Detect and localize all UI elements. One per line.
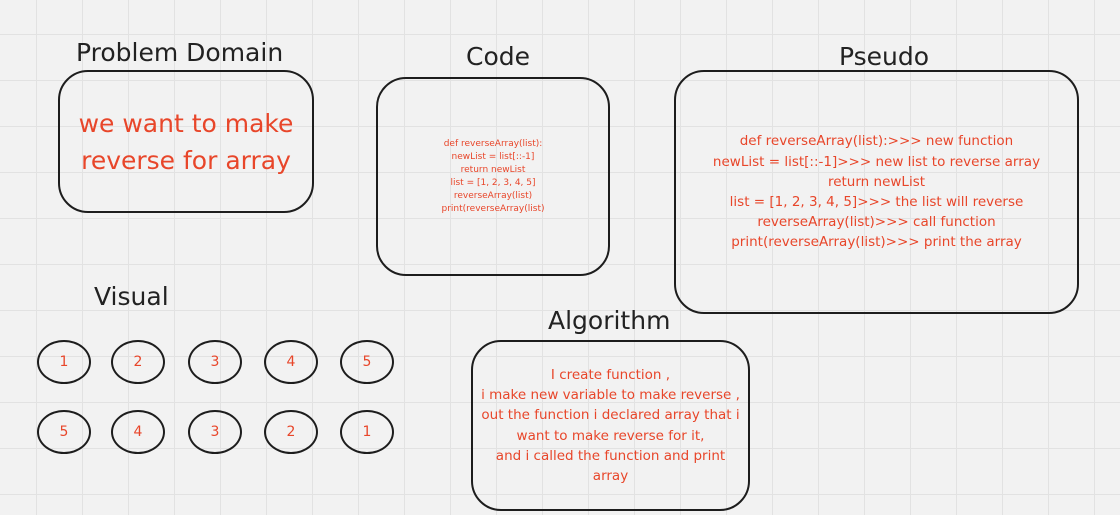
algorithm-box[interactable]: I create function , i make new variable … — [471, 340, 750, 511]
algorithm-line-5: and i called the function and print — [495, 447, 726, 464]
pseudo-line-1: def reverseArray(list):>>> new function — [739, 133, 1014, 150]
code-heading: Code — [466, 42, 531, 71]
algorithm-heading: Algorithm — [548, 306, 671, 335]
code-line-3: newList = list[::-1] — [451, 151, 535, 162]
pseudo-line-4: return newList — [827, 173, 926, 190]
algorithm-line-4: want to make reverse for it, — [516, 427, 705, 444]
array-node-reversed-1[interactable]: 5 — [37, 410, 91, 454]
code-line-9: print(reverseArray(list) — [441, 203, 545, 214]
code-line-8: reverseArray(list) — [453, 190, 533, 201]
array-node-original-4[interactable]: 4 — [264, 340, 318, 384]
problem-line-1: we want to make — [78, 108, 294, 138]
pseudo-line-3: newList = list[::-1]>>> new list to reve… — [712, 153, 1041, 170]
pseudo-line-8: reverseArray(list)>>> call function — [757, 214, 996, 231]
problem-domain-heading: Problem Domain — [76, 38, 284, 67]
pseudo-line-7: list = [1, 2, 3, 4, 5]>>> the list will … — [729, 194, 1024, 210]
array-node-original-3[interactable]: 3 — [188, 340, 242, 384]
pseudo-box[interactable]: def reverseArray(list):>>> new function … — [674, 70, 1079, 314]
code-line-7: list = [1, 2, 3, 4, 5] — [450, 177, 536, 188]
algorithm-line-6: array — [592, 467, 629, 484]
pseudo-heading: Pseudo — [839, 42, 930, 71]
visual-heading: Visual — [94, 282, 169, 311]
algorithm-line-2: i make new variable to make reverse , — [481, 387, 740, 404]
array-node-reversed-4[interactable]: 2 — [264, 410, 318, 454]
algorithm-line-3: out the function i declared array that i — [481, 407, 740, 424]
code-line-4: return newList — [460, 164, 526, 175]
problem-domain-box[interactable]: we want to make reverse for array — [58, 70, 314, 213]
algorithm-line-1: I create function , — [550, 366, 671, 383]
problem-line-2: reverse for array — [81, 145, 291, 175]
code-line-1: def reverseArray(list): — [443, 138, 543, 149]
code-box[interactable]: def reverseArray(list): newList = list[:… — [376, 77, 610, 276]
array-node-reversed-3[interactable]: 3 — [188, 410, 242, 454]
array-node-reversed-2[interactable]: 4 — [111, 410, 165, 454]
array-node-original-5[interactable]: 5 — [340, 340, 394, 384]
array-node-original-2[interactable]: 2 — [111, 340, 165, 384]
pseudo-line-9: print(reverseArray(list)>>> print the ar… — [731, 234, 1022, 251]
array-node-reversed-5[interactable]: 1 — [340, 410, 394, 454]
array-node-original-1[interactable]: 1 — [37, 340, 91, 384]
